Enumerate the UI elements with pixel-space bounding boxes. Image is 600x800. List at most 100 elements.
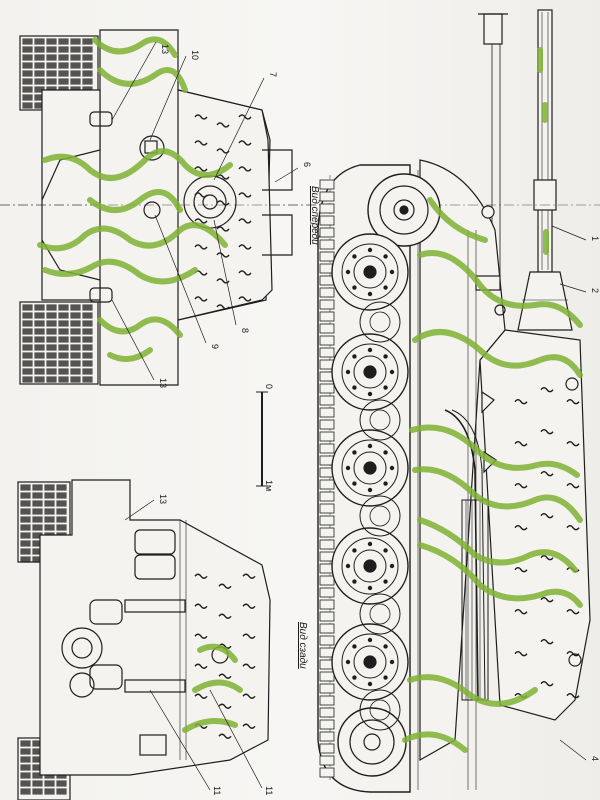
camo-stripe xyxy=(402,731,468,753)
zimmerit-mark xyxy=(514,567,528,573)
camo-stripe xyxy=(417,250,583,328)
zimmerit-mark xyxy=(194,192,208,198)
callout-13-rear: 13 xyxy=(158,494,168,504)
track-pad xyxy=(70,344,81,351)
callout-7: 7 xyxy=(268,72,278,77)
track-pad xyxy=(34,368,45,375)
zimmerit-mark xyxy=(194,633,208,639)
rear-zimmerit-marks xyxy=(194,573,256,739)
road-wheel-inner xyxy=(359,301,401,343)
camo-stripe xyxy=(42,258,198,285)
callout-11-a: 11 xyxy=(212,786,222,795)
track-pad xyxy=(82,46,93,53)
track-link xyxy=(319,335,335,346)
zimmerit-mark xyxy=(242,723,256,729)
track-pad xyxy=(56,492,67,499)
track-pad xyxy=(20,756,31,763)
leader-lines xyxy=(111,41,587,791)
track-pad xyxy=(82,376,93,383)
track-link xyxy=(319,179,335,190)
track-pad xyxy=(32,508,43,515)
zimmerit-mark xyxy=(540,681,554,687)
track-link xyxy=(319,755,335,766)
track-pad xyxy=(82,352,93,359)
track-pad xyxy=(46,62,57,69)
track-link xyxy=(319,707,335,718)
zimmerit-mark xyxy=(514,609,528,615)
scale-end-label: 1м xyxy=(264,480,274,491)
zimmerit-mark xyxy=(216,200,230,206)
callout-9: 9 xyxy=(210,344,220,349)
track-pad xyxy=(56,500,67,507)
road-wheel xyxy=(331,429,409,507)
zimmerit-mark xyxy=(238,270,252,276)
track-pad xyxy=(46,328,57,335)
track-pad xyxy=(44,500,55,507)
rear-view-title: Вид сзади xyxy=(297,622,308,669)
track-link xyxy=(319,635,335,646)
track-pad xyxy=(22,352,33,359)
track-pad xyxy=(20,740,31,747)
front-view xyxy=(0,29,320,386)
track-pad xyxy=(58,352,69,359)
track-link xyxy=(319,251,335,262)
road-wheels xyxy=(331,233,409,731)
track-pad xyxy=(56,788,67,795)
track-pad xyxy=(58,328,69,335)
zimmerit-mark xyxy=(540,639,554,645)
callout-1: 1 xyxy=(590,236,600,241)
track-pad xyxy=(32,484,43,491)
track-link xyxy=(319,347,335,358)
track-pad xyxy=(20,484,31,491)
track-link xyxy=(319,671,335,682)
track-pad xyxy=(82,78,93,85)
track-pad xyxy=(34,304,45,311)
track-link xyxy=(319,419,335,430)
scale-start-label: 0 xyxy=(264,384,274,389)
track-pad xyxy=(58,46,69,53)
track-link xyxy=(319,623,335,634)
track-pad xyxy=(20,500,31,507)
track-pad xyxy=(56,508,67,515)
camo-stripe xyxy=(407,674,538,707)
track-link xyxy=(319,587,335,598)
track-pad xyxy=(58,62,69,69)
zimmerit-mark xyxy=(242,663,256,669)
track-pad xyxy=(58,360,69,367)
track-pad xyxy=(46,54,57,61)
track-pad xyxy=(34,328,45,335)
track-pad xyxy=(34,54,45,61)
track-pad xyxy=(22,46,33,53)
zimmerit-mark xyxy=(566,483,580,489)
track-pad xyxy=(82,54,93,61)
turret-outline xyxy=(479,329,591,721)
track-pad xyxy=(70,312,81,319)
track-pad xyxy=(34,70,45,77)
zimmerit-mark xyxy=(216,122,230,128)
track-link xyxy=(319,767,335,778)
track-pad xyxy=(20,492,31,499)
track-pad xyxy=(82,320,93,327)
track-pad xyxy=(34,312,45,319)
track-pad xyxy=(70,46,81,53)
camo-stripe xyxy=(412,329,583,378)
track-pad xyxy=(70,352,81,359)
zimmerit-mark xyxy=(218,733,232,739)
rear-view xyxy=(17,479,271,800)
track-pad xyxy=(70,62,81,69)
track-pad xyxy=(58,54,69,61)
front-track-bottom xyxy=(19,301,99,385)
track-pad xyxy=(32,788,43,795)
track-pad xyxy=(56,516,67,523)
camo-stripe xyxy=(409,424,580,478)
track-pad xyxy=(44,788,55,795)
track-pad xyxy=(22,312,33,319)
track-link xyxy=(319,383,335,394)
track-pad xyxy=(46,360,57,367)
track-link xyxy=(319,287,335,298)
callout-8: 8 xyxy=(240,328,250,333)
track-pad xyxy=(34,344,45,351)
zimmerit-mark xyxy=(540,471,554,477)
track-pad xyxy=(22,62,33,69)
